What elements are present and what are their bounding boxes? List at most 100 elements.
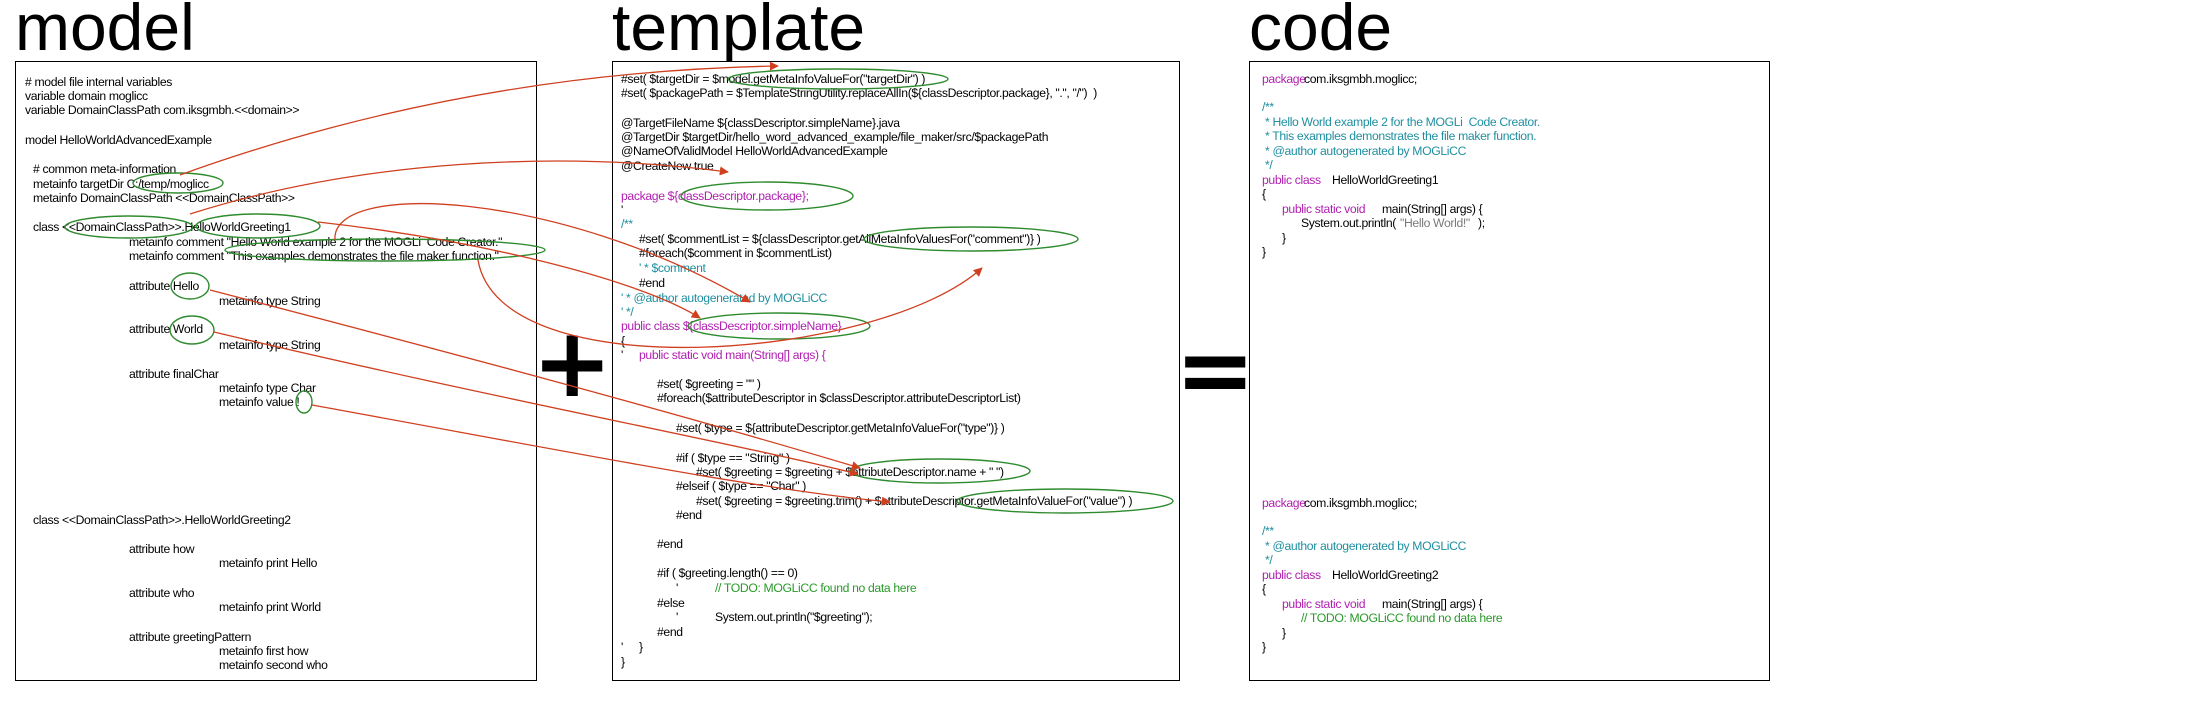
code-line: { — [1262, 187, 1266, 201]
code-line: } — [1282, 231, 1286, 245]
model-line: model HelloWorldAdvancedExample — [25, 133, 212, 147]
code-line: HelloWorldGreeting2 — [1332, 568, 1439, 582]
code-line: main(String[] args) { — [1382, 202, 1483, 216]
code-line: } — [1262, 245, 1266, 259]
template-line: #elseif ( $type == "Char" ) — [676, 479, 806, 493]
model-heading: model — [15, 0, 195, 64]
template-line: { — [621, 334, 625, 348]
template-line: #set( $packagePath = $TemplateStringUtil… — [621, 86, 1097, 100]
code-line: */ — [1262, 553, 1273, 567]
template-line: @NameOfValidModel HelloWorldAdvancedExam… — [621, 144, 888, 158]
model-line: metainfo print World — [219, 600, 321, 614]
template-line: package ${classDescriptor.package}; — [621, 189, 809, 203]
model-line: metainfo targetDir C:/temp/moglicc — [33, 177, 209, 191]
template-line: #if ( $type == "String" ) — [676, 451, 790, 465]
code-line: package — [1262, 72, 1306, 86]
template-line: ' — [676, 581, 678, 595]
model-line: attribute who — [129, 586, 195, 600]
template-line: } — [639, 640, 643, 654]
model-line: attribute finalChar — [129, 367, 219, 381]
code-line: com.iksgmbh.moglicc; — [1304, 496, 1417, 510]
code-line: } — [1262, 640, 1266, 654]
template-line: ' * @author autogenerated by MOGLiCC — [621, 291, 828, 305]
code-line: { — [1262, 582, 1266, 596]
template-line: } — [621, 655, 625, 669]
template-line: #set( $targetDir = $model.getMetaInfoVal… — [621, 72, 926, 86]
code-line: * This examples demonstrates the file ma… — [1262, 129, 1537, 143]
template-line: public static void main(String[] args) { — [639, 348, 826, 362]
template-line: /** — [621, 217, 633, 231]
template-line: #set( $type = ${attributeDescriptor.getM… — [676, 421, 1005, 435]
template-line: #foreach($attributeDescriptor in $classD… — [657, 391, 1021, 405]
template-line: #end — [676, 508, 702, 522]
template-line: System.out.println("$greeting"); — [715, 610, 873, 624]
template-line: ' — [676, 610, 678, 624]
code-line: ); — [1478, 216, 1485, 230]
template-heading: template — [612, 0, 866, 64]
template-line: #end — [639, 276, 665, 290]
template-line: #set( $greeting = $greeting + $attribute… — [696, 465, 1004, 479]
model-line: metainfo comment "Hello World example 2 … — [129, 235, 503, 249]
model-line: class <<DomainClassPath>>.HelloWorldGree… — [33, 220, 291, 234]
model-line: metainfo print Hello — [219, 556, 317, 570]
template-line: ' — [621, 640, 623, 654]
code-line: /** — [1262, 524, 1274, 538]
plus-operator: + — [532, 307, 613, 419]
code-line: HelloWorldGreeting1 — [1332, 173, 1439, 187]
model-line: metainfo type String — [219, 294, 321, 308]
model-line: # common meta-information — [33, 162, 176, 176]
template-line: #if ( $greeting.length() == 0) — [657, 566, 798, 580]
model-line: attribute Hello — [129, 279, 199, 293]
template-line: @TargetDir $targetDir/hello_word_advance… — [621, 130, 1049, 144]
model-line: attribute how — [129, 542, 195, 556]
code-line: com.iksgmbh.moglicc; — [1304, 72, 1417, 86]
model-line: metainfo first how — [219, 644, 309, 658]
template-line: ' */ — [621, 305, 634, 319]
template-line: @TargetFileName ${classDescriptor.simple… — [621, 116, 900, 130]
code-line: // TODO: MOGLiCC found no data here — [1301, 611, 1503, 625]
code-line: public static void — [1282, 202, 1366, 216]
template-line: #end — [657, 625, 683, 639]
model-line: variable DomainClassPath com.iksgmbh.<<d… — [25, 103, 300, 117]
code-panel — [1249, 61, 1770, 681]
equals-operator: = — [1175, 314, 1256, 426]
model-line: metainfo comment "This examples demonstr… — [129, 249, 499, 263]
code-line: public class — [1262, 568, 1321, 582]
code-line: package — [1262, 496, 1306, 510]
template-line: ' — [621, 203, 623, 217]
template-line: #foreach($comment in $commentList) — [639, 246, 832, 260]
template-line: ' — [621, 348, 623, 362]
model-line: metainfo value ! — [219, 395, 300, 409]
code-line: "Hello World!" — [1400, 216, 1470, 230]
template-line: #else — [657, 596, 685, 610]
model-line: # model file internal variables — [25, 75, 172, 89]
model-line: metainfo second who — [219, 658, 328, 672]
model-line: attribute greetingPattern — [129, 630, 252, 644]
model-line: metainfo DomainClassPath <<DomainClassPa… — [33, 191, 295, 205]
model-line: variable domain moglicc — [25, 89, 148, 103]
code-line: */ — [1262, 158, 1273, 172]
model-line: metainfo type Char — [219, 381, 316, 395]
code-line: System.out.println( — [1301, 216, 1396, 230]
code-line: public static void — [1282, 597, 1366, 611]
template-line: #end — [657, 537, 683, 551]
code-line: } — [1282, 626, 1286, 640]
code-line: * Hello World example 2 for the MOGLi Co… — [1262, 115, 1540, 129]
code-line: * @author autogenerated by MOGLiCC — [1262, 144, 1467, 158]
model-line: metainfo type String — [219, 338, 321, 352]
template-line: #set( $commentList = ${classDescriptor.g… — [639, 232, 1041, 246]
template-line: #set( $greeting = $greeting.trim() + $at… — [696, 494, 1133, 508]
template-line: // TODO: MOGLiCC found no data here — [715, 581, 917, 595]
code-line: public class — [1262, 173, 1321, 187]
model-line: class <<DomainClassPath>>.HelloWorldGree… — [33, 513, 291, 527]
template-line: public class ${classDescriptor.simpleNam… — [621, 319, 842, 333]
model-line: attribute World — [129, 322, 203, 336]
code-line: /** — [1262, 100, 1274, 114]
template-line: #set( $greeting = "" ) — [657, 377, 761, 391]
code-line: main(String[] args) { — [1382, 597, 1483, 611]
template-line: @CreateNew true — [621, 159, 714, 173]
code-heading: code — [1249, 0, 1393, 64]
model-panel — [15, 61, 537, 681]
template-line: ' * $comment — [639, 261, 706, 275]
code-line: * @author autogenerated by MOGLiCC — [1262, 539, 1467, 553]
